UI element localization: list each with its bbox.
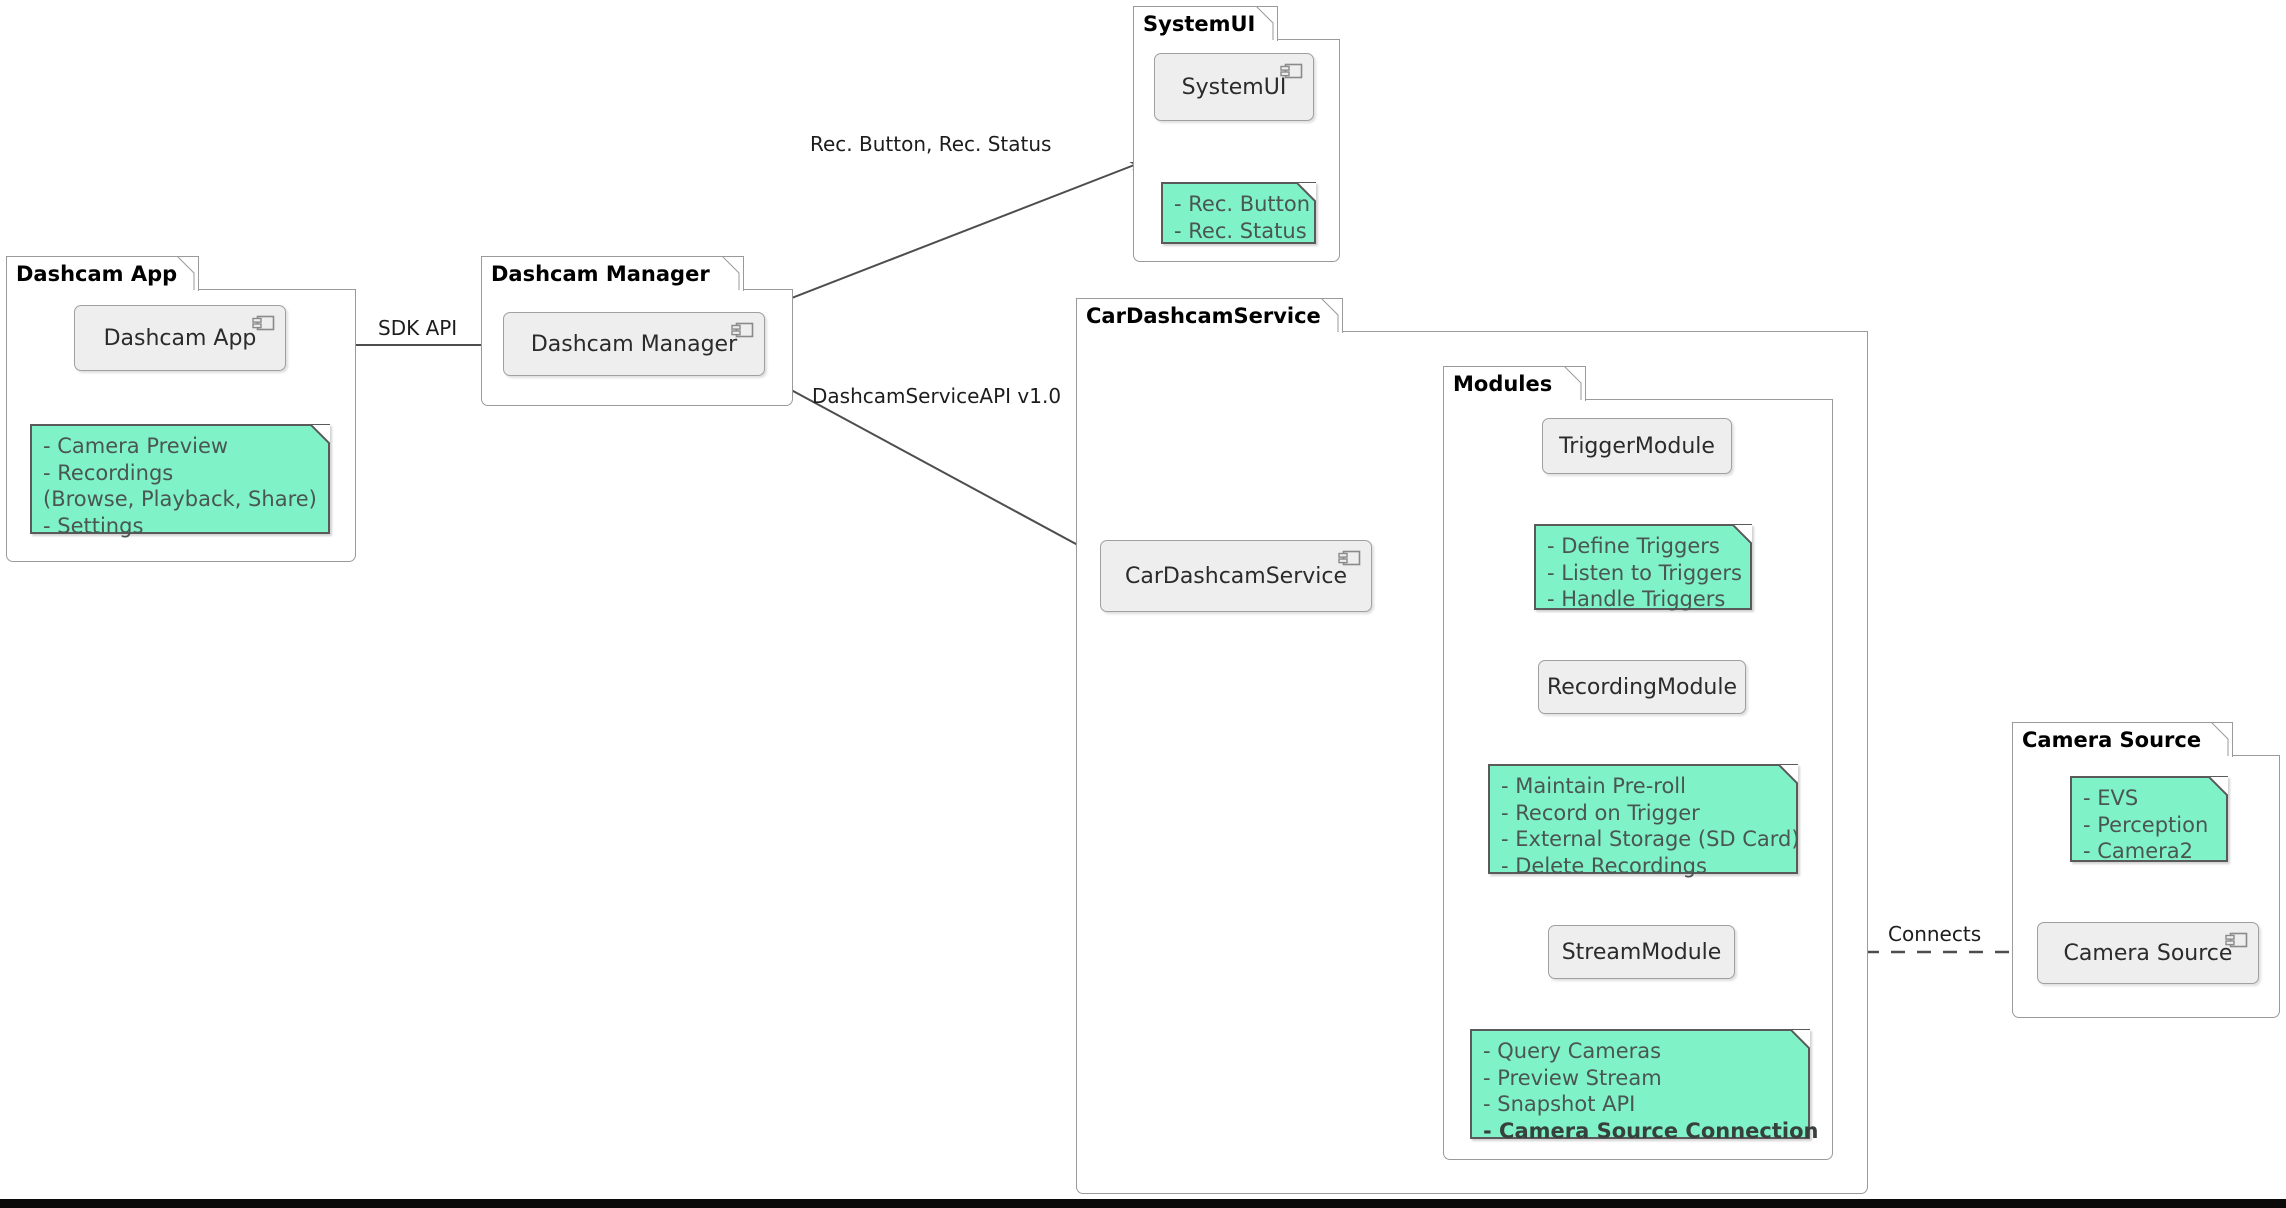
component-trigger-module[interactable]: TriggerModule (1542, 418, 1732, 474)
package-tab-modules: Modules (1443, 366, 1586, 401)
note-line: - Handle Triggers (1547, 587, 1726, 612)
edge-manager-to-systemui (729, 161, 1143, 323)
package-title-camera-source: Camera Source (2022, 727, 2202, 752)
package-title-dashcam-app: Dashcam App (16, 261, 178, 286)
package-tab-slant-camera-source (2211, 722, 2229, 756)
note-system-ui: - Rec. Button - Rec. Status (1161, 182, 1316, 244)
note-line: - Rec. Button (1174, 192, 1311, 216)
note-line: - Rec. Status (1174, 218, 1307, 243)
edge-manager-to-service (744, 364, 1101, 558)
note-stream-module: - Query Cameras - Preview Stream - Snaps… (1470, 1029, 1818, 1143)
edge-label-rec-button-status: Rec. Button, Rec. Status (810, 132, 1052, 156)
note-line: - Snapshot API (1483, 1092, 1636, 1117)
note-recording-module: - Maintain Pre-roll - Record on Trigger … (1488, 764, 1800, 878)
note-line: - Maintain Pre-roll (1501, 774, 1686, 798)
note-line: - Preview Stream (1483, 1065, 1662, 1090)
package-tab-slant-dashcam-manager (722, 256, 740, 290)
package-tab-slant-modules (1564, 366, 1582, 400)
note-line: - Camera Source Connection (1483, 1118, 1819, 1143)
component-system-ui[interactable]: SystemUI (1154, 53, 1314, 121)
edge-label-dashcam-service-api: DashcamServiceAPI v1.0 (812, 384, 1062, 408)
component-camera-source[interactable]: Camera Source (2037, 922, 2259, 984)
note-camera-source: - EVS - Perception - Camera2 (2070, 776, 2228, 864)
component-stream-module[interactable]: StreamModule (1548, 925, 1735, 979)
component-car-dashcam-service[interactable]: CarDashcamService (1100, 540, 1372, 612)
package-title-dashcam-manager: Dashcam Manager (491, 261, 710, 286)
component-recording-module[interactable]: RecordingModule (1538, 660, 1746, 714)
note-line: - Recordings (43, 460, 174, 485)
package-title-car-dashcam-service: CarDashcamService (1086, 303, 1321, 328)
package-tab-slant-dashcam-app (177, 256, 195, 290)
note-line: - Listen to Triggers (1547, 560, 1742, 585)
package-title-system-ui: SystemUI (1143, 11, 1256, 36)
component-label-trigger-module: TriggerModule (1559, 433, 1715, 459)
package-title-modules: Modules (1453, 371, 1553, 396)
note-fold-corner-icon (1790, 1029, 1810, 1049)
package-tab-system-ui: SystemUI (1133, 6, 1278, 41)
note-line: - Camera2 (2083, 839, 2194, 864)
note-line: (Browse, Playback, Share) (43, 487, 317, 512)
component-label-recording-module: RecordingModule (1546, 674, 1738, 700)
component-label-dashcam-manager: Dashcam Manager (530, 331, 738, 357)
uml-component-icon (252, 315, 275, 331)
uml-component-icon (1338, 550, 1361, 566)
note-line: - Settings (43, 513, 144, 538)
package-tab-camera-source: Camera Source (2012, 722, 2233, 757)
note-trigger-module: - Define Triggers - Listen to Triggers -… (1534, 524, 1752, 612)
note-line: - Define Triggers (1547, 534, 1720, 558)
component-label-car-dashcam-service: CarDashcamService (1124, 563, 1348, 589)
note-fold-corner-icon (1732, 524, 1752, 544)
package-tab-slant-car-dashcam-service (1321, 298, 1339, 332)
component-dashcam-manager[interactable]: Dashcam Manager (503, 312, 765, 376)
note-line: - Perception (2083, 812, 2209, 837)
component-label-dashcam-app: Dashcam App (103, 325, 257, 351)
uml-component-icon (1280, 63, 1303, 79)
edge-label-sdk-api: SDK API (378, 316, 458, 340)
note-fold-corner-icon (1296, 182, 1316, 202)
note-fold-corner-icon (2208, 776, 2228, 796)
package-tab-slant-system-ui (1256, 6, 1274, 40)
component-dashcam-app[interactable]: Dashcam App (74, 305, 286, 371)
edge-label-connects: Connects (1888, 922, 1982, 946)
component-label-camera-source: Camera Source (2063, 940, 2233, 966)
note-line: - External Storage (SD Card) (1501, 827, 1800, 852)
note-line: - EVS (2083, 786, 2139, 810)
note-line: - Record on Trigger (1501, 800, 1700, 825)
note-line: - Query Cameras (1483, 1039, 1662, 1063)
note-line: - Camera Preview (43, 434, 229, 458)
package-tab-dashcam-manager: Dashcam Manager (481, 256, 744, 291)
note-line: - Delete Recordings (1501, 853, 1707, 878)
note-dashcam-app: - Camera Preview - Recordings (Browse, P… (30, 424, 330, 538)
component-label-stream-module: StreamModule (1561, 939, 1722, 965)
note-fold-corner-icon (310, 424, 330, 444)
bottom-bar (0, 1199, 2286, 1208)
uml-component-icon (731, 322, 754, 338)
package-tab-car-dashcam-service: CarDashcamService (1076, 298, 1343, 333)
component-label-system-ui: SystemUI (1181, 74, 1287, 100)
package-tab-dashcam-app: Dashcam App (6, 256, 199, 291)
uml-component-icon (2225, 932, 2248, 948)
note-fold-corner-icon (1778, 764, 1798, 784)
